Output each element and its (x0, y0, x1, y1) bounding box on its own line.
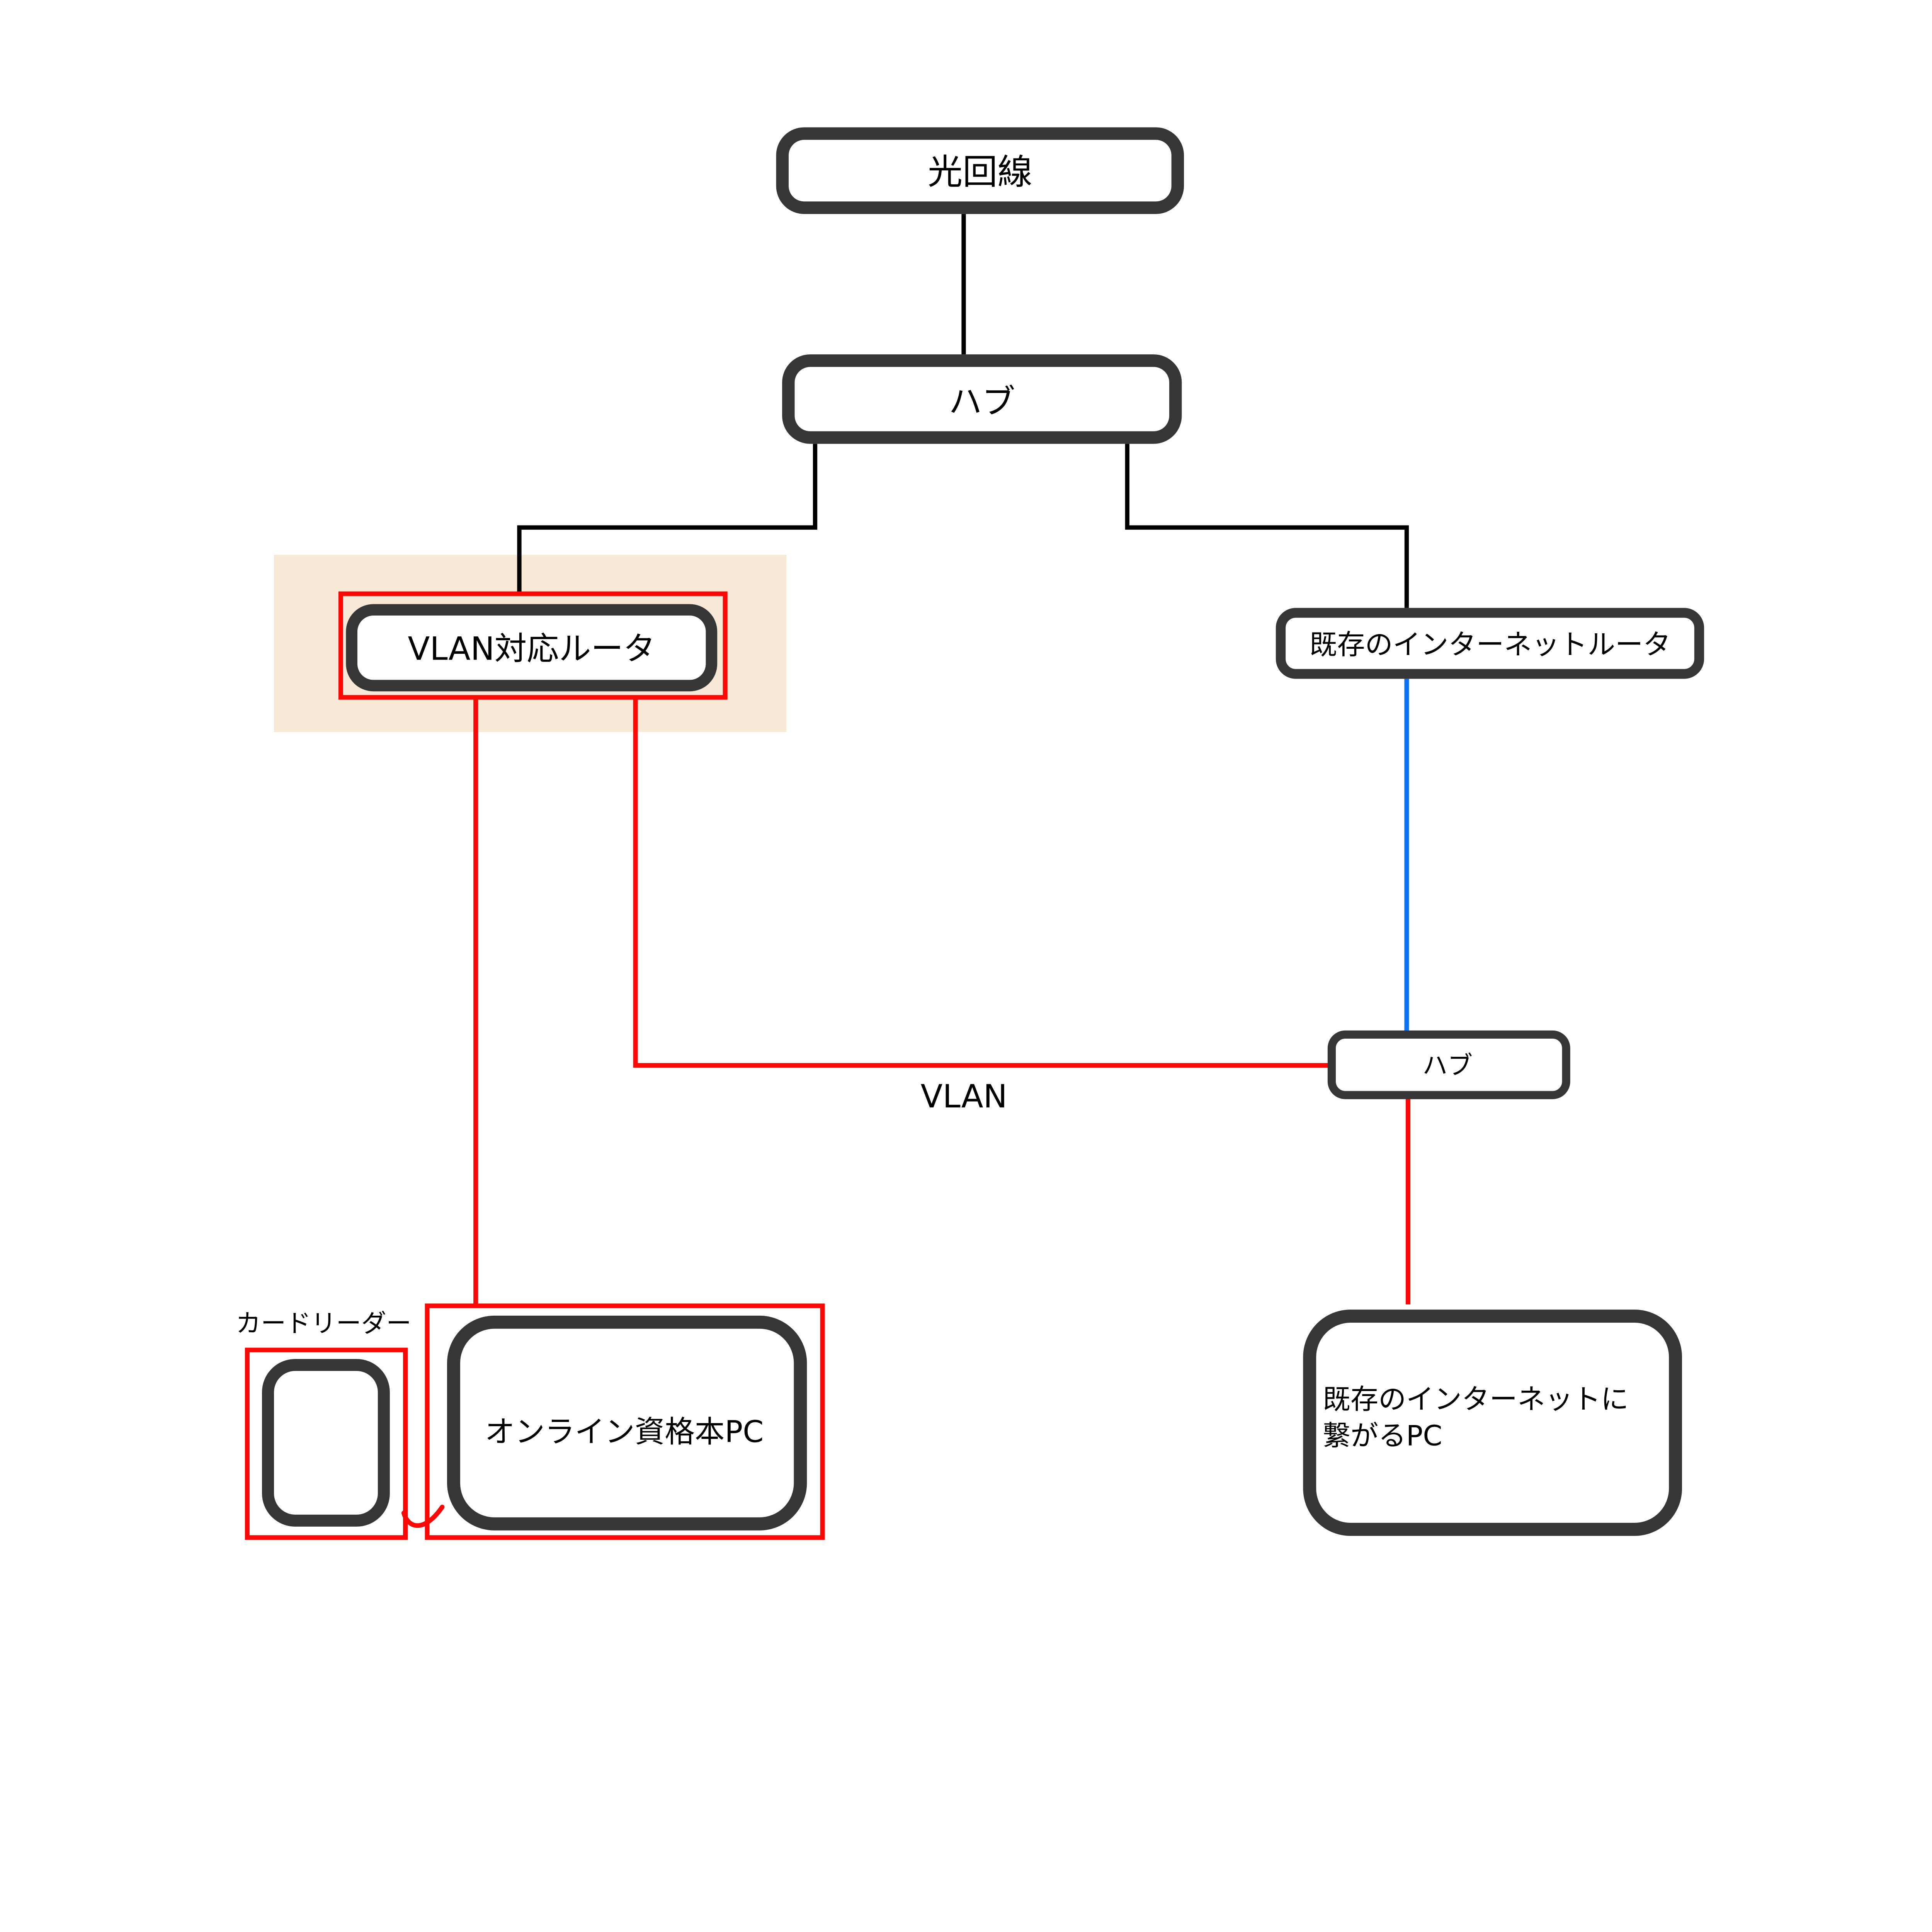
vlan-router-label: VLAN対応ルータ (408, 630, 655, 667)
existing-pc-label-line2: 繋がるPC (1323, 1420, 1442, 1452)
online-pc-red-frame (425, 1303, 825, 1540)
existing-router-label: 既存のインターネットルータ (1310, 628, 1671, 661)
card-reader-red-frame (245, 1347, 408, 1540)
optical-line-node (776, 127, 1184, 214)
edge-vlan-router-to-hub-bottom (633, 697, 1328, 1068)
hub-top-label: ハブ (949, 383, 1015, 421)
vlan-network-diagram: 光回線 ハブ VLAN対応ルータ 既存のインターネットルータ ハブ VLAN カ… (236, 127, 1704, 1540)
existing-router-node (1276, 608, 1704, 679)
hub-bottom-label: ハブ (1422, 1051, 1473, 1080)
online-pc-label: オンライン資格本PC (485, 1415, 764, 1449)
edge-hub-to-existing-router (1125, 444, 1409, 608)
vlan-router-red-frame (338, 591, 728, 700)
card-reader-label: カードリーダー (236, 1309, 411, 1338)
edge-hub-to-vlan-router (517, 444, 818, 594)
existing-pc-label-line1: 既存のインターネットに (1323, 1383, 1628, 1415)
card-reader-node (262, 1359, 390, 1527)
edge-card-reader-to-online-pc (401, 1505, 445, 1528)
vlan-router-node (346, 604, 718, 692)
diagram-canvas: 光回線 ハブ VLAN対応ルータ 既存のインターネットルータ ハブ VLAN カ… (236, 127, 1704, 1540)
hub-bottom-node (1327, 1030, 1570, 1099)
online-pc-node (447, 1315, 807, 1531)
hub-top-node (782, 354, 1182, 444)
optical-line-label: 光回線 (928, 152, 1032, 192)
vlan-edge-label: VLAN (920, 1078, 1007, 1115)
existing-pc-node (1303, 1310, 1682, 1536)
